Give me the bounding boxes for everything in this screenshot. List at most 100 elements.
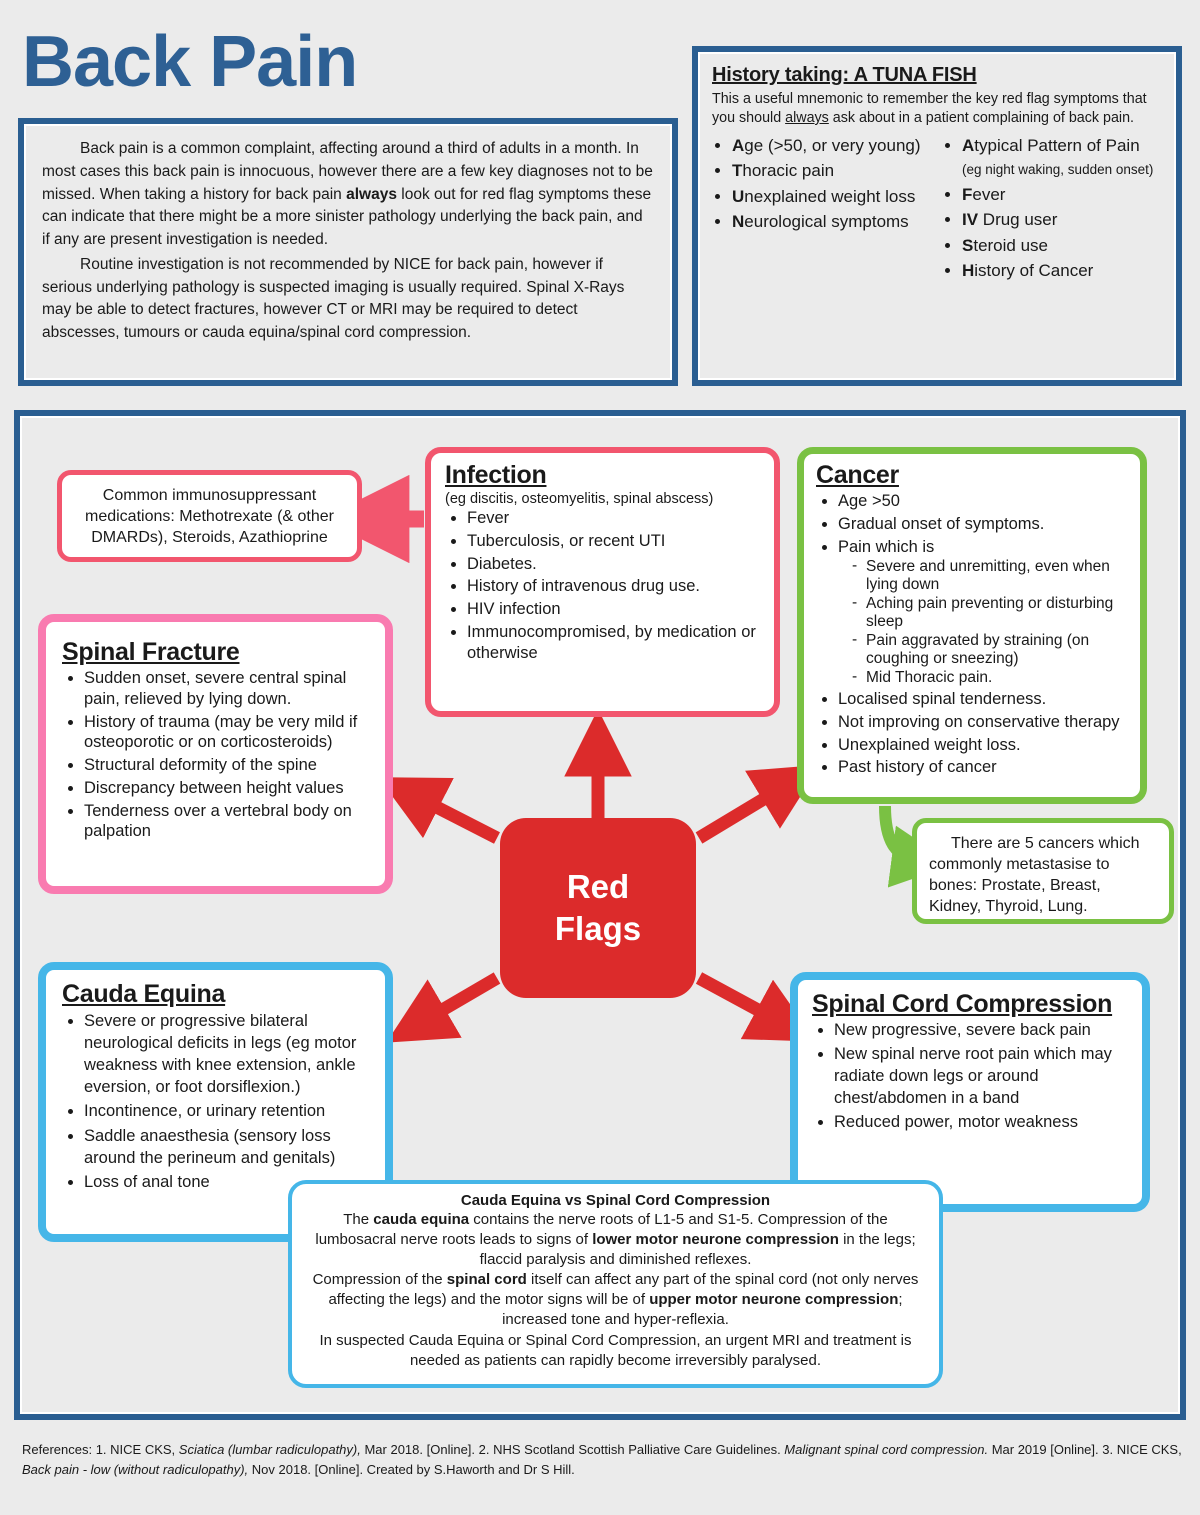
infection-item: Tuberculosis, or recent UTI (467, 531, 762, 552)
note-cauda-vs-scc-title: Cauda Equina vs Spinal Cord Compression (460, 1192, 771, 1209)
card-spinal-fracture: Spinal Fracture Sudden onset, severe cen… (38, 614, 393, 894)
ref-mid-2: Mar 2019 [Online]. 3. NICE CKS, (988, 1442, 1182, 1457)
arrow-to-cauda-equina (386, 972, 501, 1043)
cancer-sub-item: Aching pain preventing or disturbing sle… (852, 594, 1130, 631)
spinal-fracture-item: Structural deformity of the spine (84, 755, 373, 776)
mnemonic-item-initial: IV (962, 210, 979, 230)
cancer-item: Gradual onset of symptoms. (838, 514, 1130, 535)
cauda-equina-item: Severe or progressive bilateral neurolog… (84, 1010, 373, 1098)
intro-paragraph-2: Routine investigation is not recommended… (42, 255, 625, 342)
mnemonic-item-initial: S (962, 235, 974, 255)
arrow-to-cancer (695, 764, 821, 844)
infection-item: Diabetes. (467, 554, 762, 575)
card-infection-title: Infection (445, 461, 547, 489)
cancer-sub-list: Severe and unremitting, even when lying … (838, 557, 1130, 687)
mnemonic-item: Atypical Pattern of Pain (eg night wakin… (962, 134, 1162, 181)
mnemonic-box-inner: History taking: A TUNA FISH This a usefu… (698, 52, 1176, 380)
infection-item: Fever (467, 508, 762, 529)
card-cauda-equina-body: Cauda Equina Severe or progressive bilat… (46, 970, 385, 1201)
mnemonic-item-initial: H (962, 261, 975, 281)
cmp-l2-b2: upper motor neurone compression (649, 1291, 899, 1309)
intro-paragraph-1: Back pain is a common complaint, affecti… (42, 138, 654, 252)
cmp-l2-a: Compression of the (312, 1271, 447, 1289)
cancer-item: Age >50 (838, 491, 1130, 512)
card-spinal-cord-compression-title: Spinal Cord Compression (812, 990, 1113, 1018)
red-flags-diagram-inner (20, 416, 1180, 1414)
cancer-item: Not improving on conservative therapy (838, 712, 1130, 733)
card-infection: Infection (eg discitis, osteomyelitis, s… (425, 447, 780, 717)
cauda-equina-item: Saddle anaesthesia (sensory loss around … (84, 1125, 373, 1169)
mnemonic-item-initial: F (962, 184, 973, 204)
mnemonic-item-text: Drug user (978, 210, 1058, 230)
cancer-sub-item: Mid Thoracic pain. (852, 668, 1130, 687)
card-spinal-fracture-list: Sudden onset, severe central spinal pain… (62, 668, 373, 842)
ref-1-title: Sciatica (lumbar radiculopathy), (178, 1442, 361, 1457)
cancer-item: Unexplained weight loss. (838, 735, 1130, 756)
mnemonic-item: IV Drug user (962, 208, 1162, 231)
mnemonic-columns: Age (>50, or very young)Thoracic painUne… (712, 134, 1162, 285)
card-cancer-list: Age >50Gradual onset of symptoms.Pain wh… (816, 491, 1130, 778)
ref-3-title: Back pain - low (without radiculopathy), (22, 1461, 249, 1477)
mnemonic-heading: History taking: A TUNA FISH (712, 64, 977, 86)
mnemonic-item-initial: A (732, 136, 745, 155)
mnemonic-item-note: (eg night waking, sudden onset) (962, 162, 1154, 178)
mnemonic-item-text: istory of Cancer (974, 261, 1094, 281)
ref-2-title: Malignant spinal cord compression. (784, 1442, 989, 1457)
cmp-l1-c: contains the nerve roots of L1-5 and S1-… (315, 1211, 888, 1249)
mnemonic-item: History of Cancer (962, 259, 1162, 282)
mnemonic-item: Fever (962, 183, 1162, 206)
note-immunosuppressant-medications: Common immunosuppressant medications: Me… (57, 470, 362, 562)
mnemonic-intro-b: ask about in a patient complaining of ba… (828, 110, 1135, 126)
card-spinal-fracture-body: Spinal Fracture Sudden onset, severe cen… (46, 622, 385, 850)
mnemonic-item: Unexplained weight loss (732, 185, 932, 208)
cmp-l1-d: in the legs; flaccid paralysis and dimin… (479, 1231, 916, 1269)
card-cauda-equina-title: Cauda Equina (62, 980, 226, 1008)
red-flags-label-line1: Red (566, 867, 630, 905)
spinal-fracture-item: Tenderness over a vertebral body on palp… (84, 801, 373, 843)
infection-item: Immunocompromised, by medication or othe… (467, 622, 762, 664)
spinal-cord-compression-item: New spinal nerve root pain which may rad… (834, 1044, 1132, 1110)
cauda-equina-item: Loss of anal tone (84, 1171, 373, 1193)
cmp-l2-b1: spinal cord (446, 1271, 527, 1289)
ref-prefix: References: 1. NICE CKS, (22, 1442, 179, 1457)
mnemonic-item-initial: A (962, 136, 975, 155)
mnemonic-box: History taking: A TUNA FISH This a usefu… (692, 46, 1182, 386)
cmp-l2-d: ; increased tone and hyper-reflexia. (502, 1291, 903, 1329)
mnemonic-item-text: eurological symptoms (744, 212, 909, 232)
card-spinal-cord-compression: Spinal Cord Compression New progressive,… (790, 972, 1150, 1212)
mnemonic-item: Thoracic pain (732, 159, 932, 182)
cauda-equina-item: Incontinence, or urinary retention (84, 1100, 373, 1122)
cmp-l2-c: itself can affect any part of the spinal… (328, 1271, 919, 1309)
mnemonic-item-text: ever (972, 184, 1006, 204)
mnemonic-item-initial: N (732, 212, 745, 232)
cmp-l1-b1: cauda equina (373, 1211, 470, 1228)
mnemonic-item-text: nexplained weight loss (744, 186, 916, 206)
card-infection-list: FeverTuberculosis, or recent UTIDiabetes… (445, 508, 762, 663)
mnemonic-item: Age (>50, or very young) (732, 134, 932, 157)
mnemonic-intro: This a useful mnemonic to remember the k… (712, 90, 1162, 128)
mnemonic-intro-a: This a useful mnemonic to remember the k… (712, 91, 1147, 126)
mnemonic-list-right: Atypical Pattern of Pain (eg night wakin… (942, 134, 1162, 285)
mnemonic-item-initial: T (732, 161, 743, 181)
infection-item: HIV infection (467, 599, 762, 620)
card-infection-subtitle: (eg discitis, osteomyelitis, spinal absc… (445, 491, 714, 507)
spinal-fracture-item: History of trauma (may be very mild if o… (84, 712, 373, 754)
mnemonic-item-text: typical Pattern of Pain (974, 136, 1140, 155)
mnemonic-item-text: ge (>50, or very young) (744, 136, 921, 155)
card-cancer: Cancer Age >50Gradual onset of symptoms.… (797, 447, 1147, 804)
mnemonic-item-initial: U (732, 186, 745, 206)
spinal-fracture-item: Discrepancy between height values (84, 778, 373, 799)
cancer-sub-item: Pain aggravated by straining (on coughin… (852, 631, 1130, 668)
intro-p1-b: look out for red flag symptoms these can… (42, 185, 652, 249)
cancer-item: Past history of cancer (838, 757, 1130, 778)
intro-box: Back pain is a common complaint, affecti… (18, 118, 678, 386)
cmp-l1-b2: lower motor neurone compression (592, 1231, 839, 1249)
spinal-cord-compression-item: Reduced power, motor weakness (834, 1112, 1132, 1134)
note-cauda-vs-scc: Cauda Equina vs Spinal Cord Compression … (288, 1180, 943, 1388)
card-cauda-equina-list: Severe or progressive bilateral neurolog… (62, 1010, 373, 1193)
note-bone-metastasis: There are 5 cancers which commonly metas… (912, 818, 1174, 924)
red-flags-label: Red Flags (555, 866, 641, 950)
intro-p1-a: Back pain is a common complaint, affecti… (42, 140, 653, 203)
